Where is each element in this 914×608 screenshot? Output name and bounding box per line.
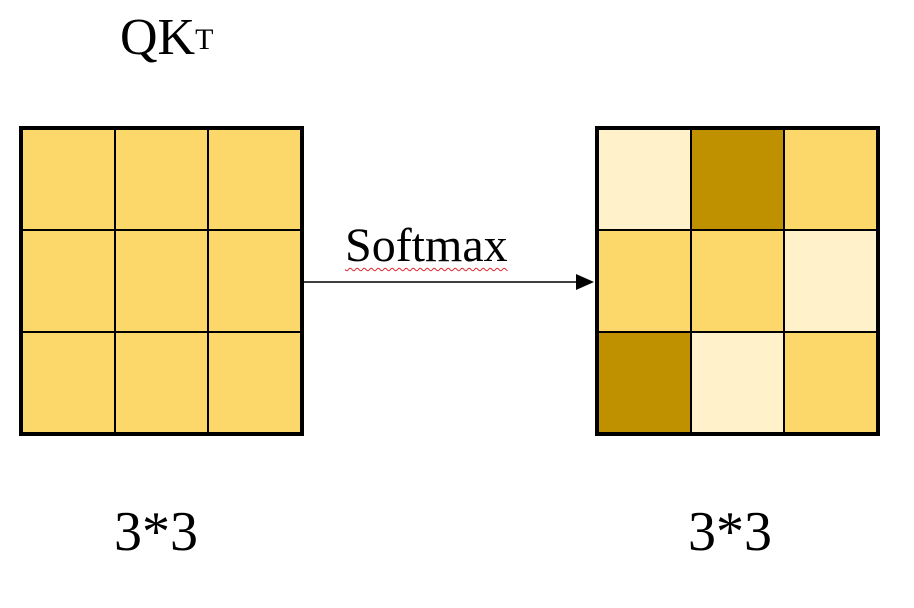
- arrow-head: [576, 274, 594, 290]
- input-matrix-cell-r2-c3: [208, 230, 301, 332]
- input-matrix-cell-r2-c1: [22, 230, 115, 332]
- input-matrix-cell-r3-c1: [22, 331, 115, 433]
- input-dimension-label: 3*3: [114, 501, 198, 563]
- output-matrix-cell-r2-c3: [784, 230, 877, 332]
- output-matrix-cell-r3-c1: [598, 331, 691, 433]
- output-matrix-grid: [595, 126, 880, 436]
- output-matrix-cell-r1-c2: [691, 129, 784, 231]
- input-matrix-grid: [19, 126, 304, 436]
- output-matrix-cell-r1-c3: [784, 129, 877, 231]
- output-matrix-cell-r3-c3: [784, 331, 877, 433]
- output-matrix-cell-r2-c1: [598, 230, 691, 332]
- softmax-label: Softmax: [345, 219, 508, 272]
- output-matrix-cell-r2-c2: [691, 230, 784, 332]
- input-matrix-cell-r1-c2: [115, 129, 208, 231]
- output-matrix-cell-r3-c2: [691, 331, 784, 433]
- title-base: QK: [120, 9, 196, 66]
- input-matrix-cell-r3-c3: [208, 331, 301, 433]
- input-matrix-cell-r1-c1: [22, 129, 115, 231]
- output-matrix-cell-r1-c1: [598, 129, 691, 231]
- input-matrix-cell-r1-c3: [208, 129, 301, 231]
- matrix-title: QKT: [120, 8, 213, 68]
- input-matrix-cell-r2-c2: [115, 230, 208, 332]
- output-dimension-label: 3*3: [688, 501, 772, 563]
- title-superscript: T: [195, 23, 214, 56]
- input-matrix-cell-r3-c2: [115, 331, 208, 433]
